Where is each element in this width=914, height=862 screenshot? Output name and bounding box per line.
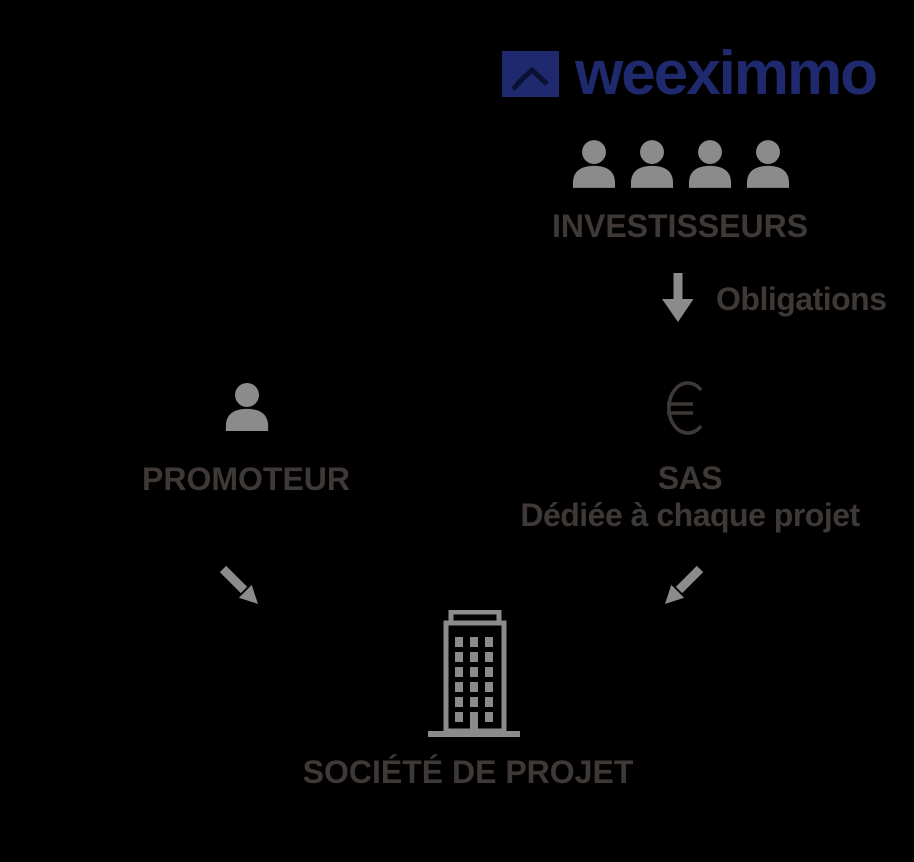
southeast-arrow-icon	[219, 565, 258, 604]
investors-icon-group	[572, 139, 790, 189]
down-arrow-icon	[662, 273, 694, 322]
person-icon	[630, 140, 674, 188]
sas-subtitle: Dédiée à chaque projet	[520, 497, 860, 533]
person-icon	[688, 140, 732, 188]
promoter-label: PROMOTEUR	[142, 461, 350, 497]
brand-name: weeximmo	[575, 39, 878, 108]
roof-icon	[511, 66, 549, 91]
project-company-label: SOCIÉTÉ DE PROJET	[302, 754, 634, 790]
logo-mark	[502, 51, 559, 97]
person-icon	[746, 140, 790, 188]
sas-title: SAS	[657, 460, 723, 496]
brand-logo: weeximmo	[502, 39, 878, 108]
person-icon	[225, 383, 269, 431]
investors-label: INVESTISSEURS	[551, 208, 809, 244]
obligations-label: Obligations	[716, 281, 887, 317]
southwest-arrow-icon	[665, 565, 704, 604]
euro-icon	[667, 381, 703, 435]
person-icon	[572, 140, 616, 188]
building-icon	[428, 610, 520, 737]
building-windows	[455, 637, 493, 731]
